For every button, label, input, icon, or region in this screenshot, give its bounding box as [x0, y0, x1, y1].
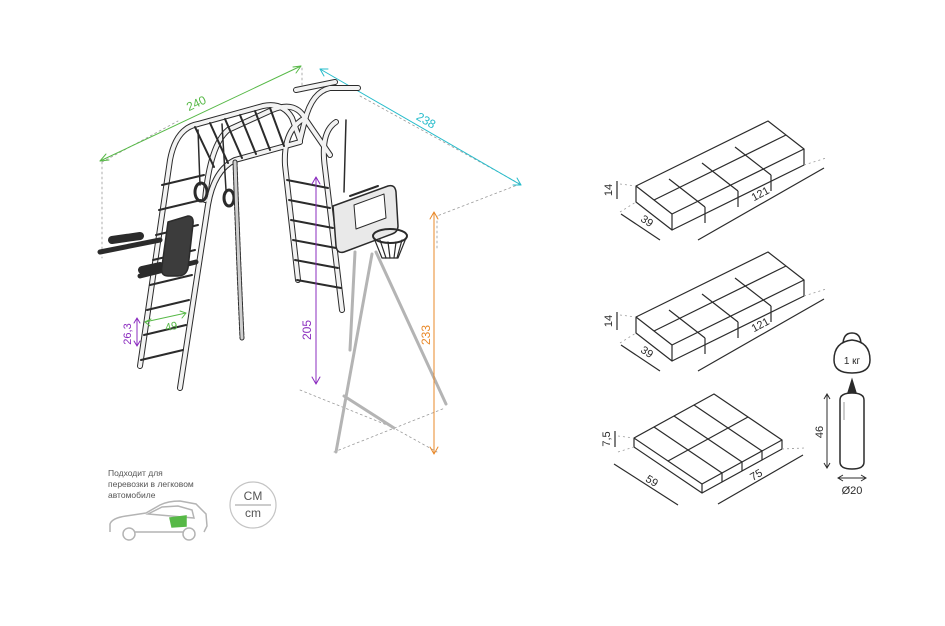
car-icon — [109, 500, 208, 541]
package-1-length: 121 — [750, 185, 772, 204]
depth-label: 238 — [414, 109, 439, 131]
width-label: 240 — [184, 93, 208, 114]
transport-note-line-2: перевозки в легковом — [108, 479, 194, 489]
bag-diameter-dimension — [837, 474, 867, 482]
kettlebell-label: 1 кг — [844, 356, 861, 367]
package-2-length: 121 — [750, 316, 772, 335]
side-frame — [334, 250, 448, 454]
bag-height-label: 46 — [814, 426, 826, 438]
basketball-backboard — [332, 184, 399, 254]
gymnastic-rings — [193, 123, 236, 208]
basketball-hoop — [372, 228, 408, 259]
package-2-height: 14 — [603, 315, 615, 327]
punching-bag-icon — [839, 377, 865, 470]
package-1-height: 14 — [603, 184, 615, 196]
package-1-depth: 39 — [638, 213, 655, 230]
monkey-bars — [194, 107, 285, 168]
ladder-height-label: 205 — [300, 320, 314, 340]
package-2 — [616, 251, 827, 372]
transport-note-line-1: Подходит для — [108, 468, 163, 478]
units-bottom: cm — [245, 506, 261, 520]
step-width-label: 49 — [164, 320, 178, 334]
width-dimension — [99, 65, 302, 162]
package-2-depth: 39 — [638, 344, 655, 361]
step-width-dimension — [144, 310, 187, 327]
seat-pad — [160, 215, 194, 277]
hoop-height-label: 233 — [419, 325, 433, 345]
transport-note: Подходит для перевозки в легковом автомо… — [108, 468, 248, 501]
back-ladder — [286, 179, 342, 289]
units-badge-icon — [229, 481, 277, 529]
package-3-height: 7,5 — [601, 431, 613, 446]
kettlebell-icon — [833, 332, 871, 374]
hanging-rod — [343, 119, 347, 193]
package-3-depth: 59 — [643, 473, 660, 490]
step-height-dimension — [133, 317, 141, 347]
package-3-length: 75 — [748, 467, 765, 484]
step-height-label: 26,3 — [122, 323, 134, 344]
bag-height-dimension — [823, 393, 831, 469]
bag-diameter-label: Ø20 — [842, 485, 863, 497]
ladder-height-dimension — [311, 176, 321, 385]
hoop-height-dimension — [429, 211, 439, 455]
package-1 — [616, 120, 827, 241]
transport-note-line-3: автомобиле — [108, 490, 156, 500]
package-3 — [613, 393, 805, 506]
sports-complex-illustration: 240 238 — [97, 65, 522, 455]
units-top: CM — [244, 489, 263, 503]
